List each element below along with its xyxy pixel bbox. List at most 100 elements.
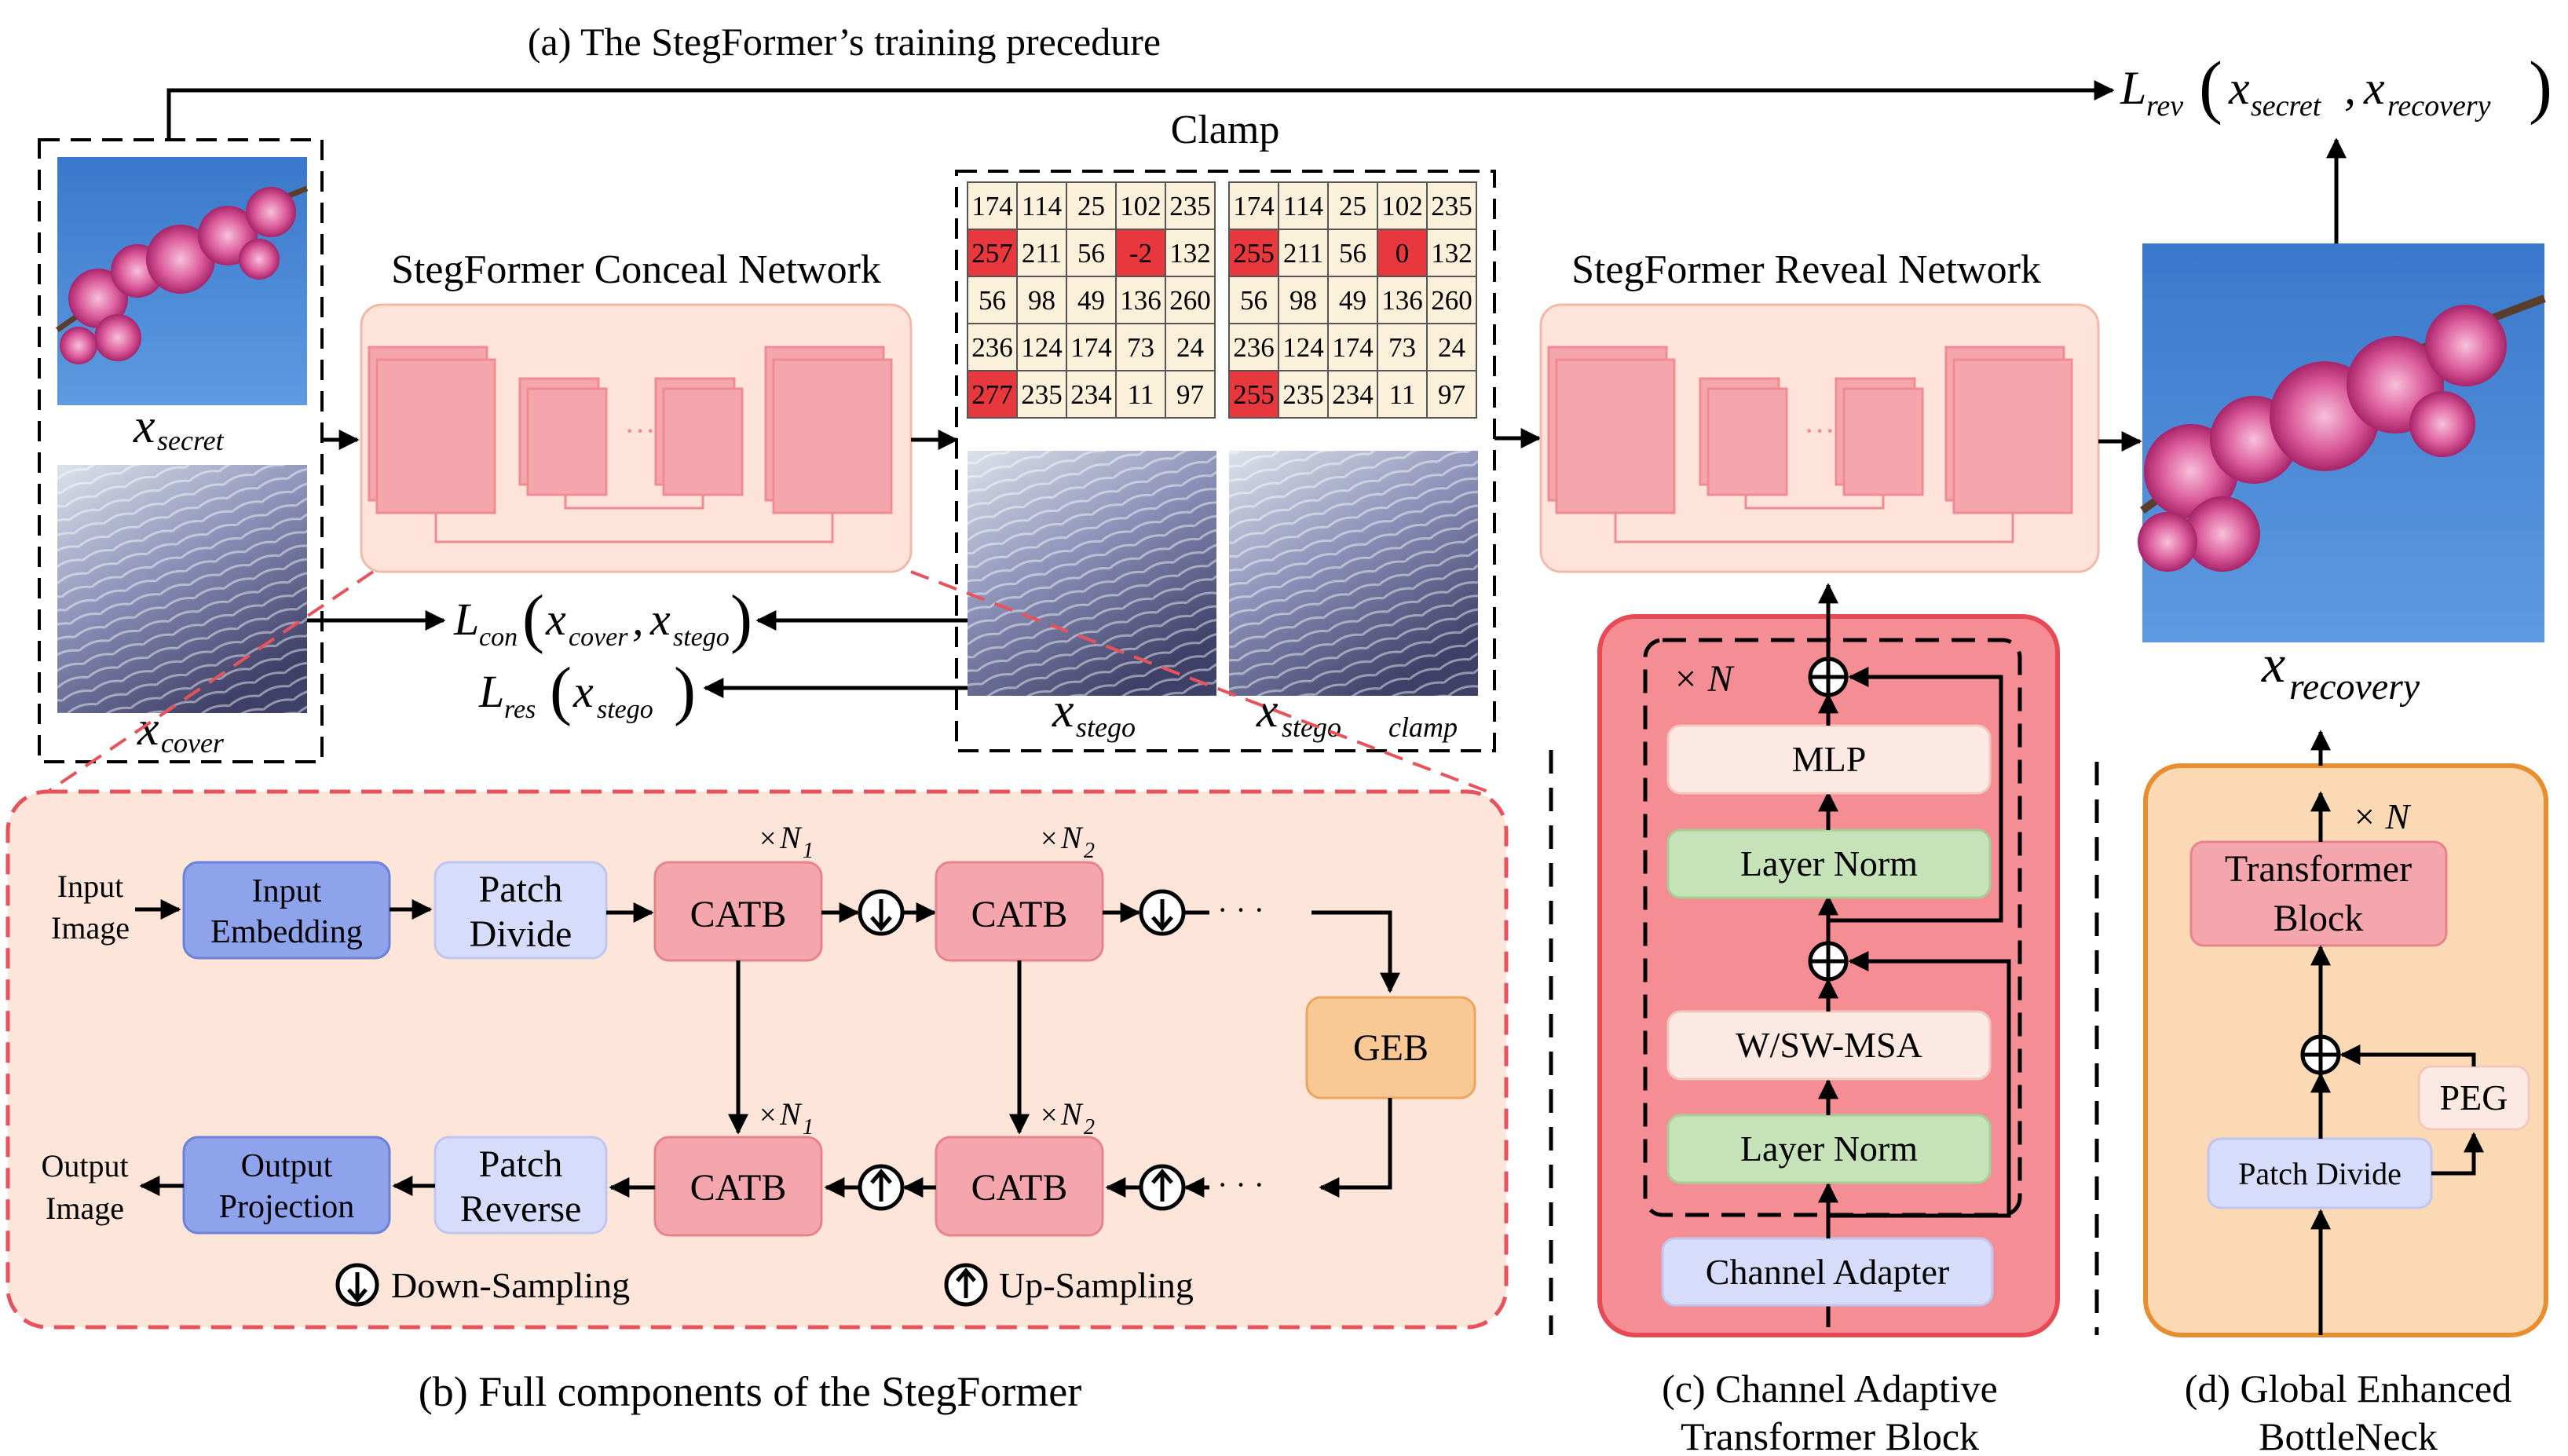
svg-text:L: L [2120,62,2146,114]
grid-cell-value: 174 [1332,332,1374,363]
grid-cell-value: 56 [979,285,1006,316]
stego-clamp-image [1229,451,1478,696]
grid-cell [1278,229,1329,277]
grid-cell-value: 97 [1438,379,1465,410]
add-circle-icon-catb-2 [1808,657,1849,697]
grid-cell-value: 0 [1396,238,1410,269]
grid-cell-value: 102 [1120,191,1161,221]
input-image-label-2: Image [51,910,130,946]
grid-cell-value: 73 [1127,332,1154,363]
svg-text:×: × [1041,822,1057,855]
svg-text:(: ( [2199,48,2222,126]
svg-text:,: , [2344,62,2356,114]
svg-text:(: ( [550,654,572,727]
catb-decoder-2-label: CATB [971,1167,1068,1209]
svg-text:res: res [504,695,536,724]
grid-cell-value: 234 [1070,379,1112,410]
grid-cell [967,229,1018,277]
svg-text:×: × [759,822,776,855]
grid-cell-value: 25 [1077,191,1105,221]
geb-to-dots-arrow [1319,1098,1392,1198]
grid-cell-value: 234 [1332,379,1374,410]
grid-cell [1066,181,1117,230]
grid-cell [1377,276,1428,324]
caption-d-line1: (d) Global Enhanced [2185,1366,2512,1410]
grid-cell [1228,276,1279,324]
output-projection-label-2: Projection [219,1189,355,1225]
svg-text:x: x [2261,634,2285,693]
reveal-ellipsis: ··· [1804,413,1835,448]
grid-cell-value: 124 [1021,332,1063,363]
grid-cell-value: 136 [1381,285,1423,316]
down-sampling-icon-2 [1139,889,1186,936]
grid-cell-value: 211 [1022,238,1062,269]
down-sampling-legend-label: Down-Sampling [391,1265,630,1305]
input-images-box [38,138,324,763]
mlp-label: MLP [1792,739,1867,779]
grid-cell-value: 56 [1077,238,1105,269]
grid-cell [967,370,1018,419]
grid-cell-value: 236 [1233,332,1275,363]
up-sampling-legend-label: Up-Sampling [999,1265,1194,1305]
svg-text:x: x [572,666,594,717]
clamp-title: Clamp [1171,108,1280,152]
grid-cell [1165,229,1216,277]
add-circle-icon-catb-1 [1808,941,1849,982]
svg-text:N: N [779,1096,803,1132]
grid-cell-value: -2 [1129,238,1152,269]
svg-text:): ) [674,654,696,727]
down-sampling-legend-icon [335,1263,379,1307]
cover-image [57,465,307,713]
grid-cell [1228,370,1279,419]
grid-cell-value: 97 [1176,379,1204,410]
decoder-dots: · · · [1217,1167,1264,1202]
svg-text:×: × [759,1099,776,1132]
caption-c-line1: (c) Channel Adaptive [1662,1366,1998,1410]
patch-reverse-label-1: Patch [479,1143,563,1185]
svg-text:stego: stego [1282,712,1341,743]
svg-text:N: N [1060,820,1084,855]
stego-image [968,451,1216,696]
svg-text:stego: stego [1076,712,1136,743]
conceal-network-title: StegFormer Conceal Network [391,247,881,292]
grid-cell-value: 260 [1169,285,1211,316]
caption-c-line2: Transformer Block [1681,1414,1979,1456]
grid-cell [1278,181,1329,230]
catb-decoder-1-label: CATB [690,1167,787,1209]
grid-cell-value: 102 [1381,191,1423,221]
svg-text:rev: rev [2146,90,2183,123]
input-image-label-1: Input [57,869,123,904]
grid-cell-value: 24 [1176,332,1204,363]
recovery-image [2138,243,2546,642]
catb-decoder-1-repeat: × N 1 [759,1096,814,1140]
encoder-dots: · · · [1217,892,1264,927]
svg-text:,: , [632,594,644,645]
svg-text:cover: cover [161,727,225,759]
svg-text:con: con [479,623,518,652]
grid-cell-value: 25 [1339,191,1366,221]
conceal-ellipsis: ··· [624,413,656,448]
grid-cell-value: 236 [971,332,1013,363]
svg-text:L: L [478,666,504,717]
grid-cell-value: 56 [1339,238,1366,269]
grid-cell-value: 114 [1283,191,1323,221]
grid-cell [1278,276,1329,324]
grid-cell-value: 235 [1169,191,1211,221]
svg-text:): ) [2529,48,2552,126]
svg-text:stego: stego [597,695,653,724]
peg-to-add-arrow [2339,1044,2476,1066]
grid-cell-value: 132 [1431,238,1472,269]
peg-label: PEG [2440,1077,2508,1118]
patch-divide-label-1: Patch [479,869,563,910]
add-circle-icon-geb [2300,1034,2341,1075]
grid-cell-value: 174 [1070,332,1112,363]
svg-text:L: L [453,594,479,645]
grid-cell-value: 132 [1169,238,1211,269]
grid-cell [1377,323,1428,371]
grid-cell [1115,229,1166,277]
grid-cell-value: 211 [1283,238,1323,269]
svg-text:2: 2 [1084,1115,1095,1140]
layer-norm-top-label: Layer Norm [1740,843,1918,883]
